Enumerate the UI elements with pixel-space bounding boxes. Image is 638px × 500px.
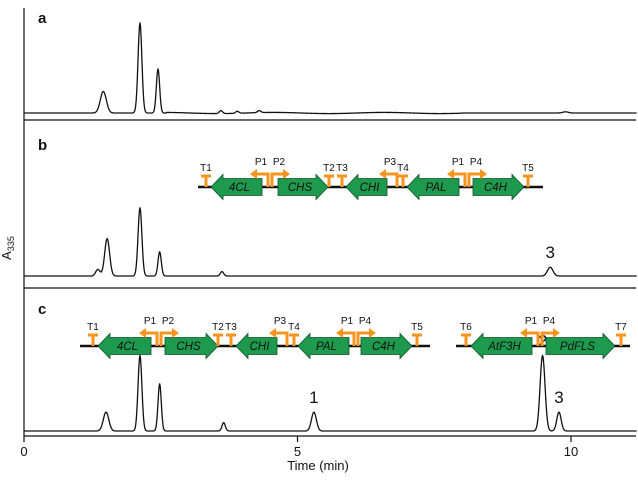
promoter-icon: P1	[336, 316, 356, 346]
terminator-label: T5	[522, 163, 534, 174]
promoter-icon: P2	[270, 157, 290, 187]
gene-arrow	[406, 173, 460, 201]
trace-b	[23, 207, 637, 277]
traces	[23, 22, 637, 432]
gene-arrow	[277, 173, 329, 201]
y-axis-title-main: A	[0, 251, 14, 260]
terminator-label: T1	[200, 163, 212, 174]
terminator-icon: T4	[288, 322, 300, 346]
gene-arrow	[164, 332, 219, 360]
promoter-icon: P2	[159, 316, 179, 346]
gene-arrow	[97, 332, 152, 360]
promoter-icon: P4	[540, 316, 560, 346]
promoter-icon: P3	[269, 316, 289, 346]
promoter-label: P1	[144, 316, 157, 327]
construct-c: AtF3H PdFLS T6 T7 P1 P4	[456, 316, 630, 360]
peak-label: 1	[309, 388, 318, 407]
promoter-label: P2	[162, 316, 175, 327]
terminator-icon: T7	[615, 322, 627, 346]
promoter-icon: P1	[520, 316, 540, 346]
promoter-label: P1	[341, 316, 354, 327]
terminator-label: T4	[397, 163, 409, 174]
promoter-icon: P1	[139, 316, 159, 346]
promoter-label: P4	[470, 157, 483, 168]
gene-arrow	[545, 332, 616, 360]
terminator-label: T3	[225, 322, 237, 333]
gene-name: 4CL	[117, 341, 138, 353]
promoter-label: P1	[525, 316, 538, 327]
promoter-label: P3	[274, 316, 287, 327]
panel-label-b: b	[38, 137, 47, 154]
y-axis-title: A335	[0, 236, 16, 260]
gene-arrow	[235, 332, 278, 360]
gene-name: 4CL	[229, 182, 250, 194]
promoter-label: P1	[255, 157, 268, 168]
gene-name: CHS	[176, 341, 201, 353]
promoter-icon: P3	[379, 157, 399, 187]
terminator-label: T2	[212, 322, 224, 333]
promoter-icon: P1	[447, 157, 467, 187]
terminator-icon: T3	[336, 163, 348, 187]
x-tick-label: 10	[564, 444, 578, 459]
panel-label-c: c	[38, 301, 46, 318]
gene-name: PAL	[316, 341, 337, 353]
terminator-label: T2	[323, 163, 335, 174]
promoter-label: P4	[543, 316, 556, 327]
gene-name: PdFLS	[560, 341, 595, 353]
gene-arrow	[210, 173, 263, 201]
axes	[23, 8, 636, 437]
peak-label: 3	[545, 243, 554, 262]
peak-label: 3	[554, 388, 563, 407]
terminator-icon: T5	[411, 322, 423, 346]
terminator-icon: T2	[212, 322, 224, 346]
terminator-label: T5	[411, 322, 423, 333]
promoter-icon: P4	[467, 157, 487, 187]
terminator-icon: T1	[200, 163, 212, 187]
gene-name: CHS	[288, 182, 313, 194]
terminator-icon: T5	[522, 163, 534, 187]
promoter-label: P1	[452, 157, 465, 168]
terminator-label: T4	[288, 322, 300, 333]
trace-c	[23, 354, 637, 432]
x-axis-ticks: 0 5 10	[20, 436, 578, 459]
gene-arrow	[360, 332, 413, 360]
gene-arrow	[297, 332, 350, 360]
terminator-label: T1	[87, 322, 99, 333]
gene-arrow	[470, 332, 533, 360]
terminator-icon: T3	[225, 322, 237, 346]
svg-text:A335: A335	[0, 236, 16, 260]
promoter-label: P2	[273, 157, 286, 168]
terminator-icon: T1	[87, 322, 99, 346]
terminator-icon: T2	[323, 163, 335, 187]
gene-arrow	[472, 173, 525, 201]
x-tick-label: 0	[20, 444, 27, 459]
terminator-label: T6	[460, 322, 472, 333]
terminator-label: T3	[336, 163, 348, 174]
gene-name: C4H	[484, 182, 508, 194]
gene-arrow	[345, 173, 388, 201]
gene-name: CHI	[360, 182, 381, 194]
x-axis-title: Time (min)	[287, 458, 349, 473]
panel-label-a: a	[38, 10, 47, 27]
terminator-icon: T4	[397, 163, 409, 187]
y-axis-title-subscript: 335	[6, 236, 16, 251]
promoter-icon: P1	[250, 157, 270, 187]
promoter-label: P3	[384, 157, 397, 168]
promoter-icon: P4	[356, 316, 376, 346]
gene-name: AtF3H	[487, 341, 521, 353]
promoter-label: P4	[359, 316, 372, 327]
trace-a	[23, 22, 637, 115]
terminator-label: T7	[615, 322, 627, 333]
terminator-icon: T6	[460, 322, 472, 346]
gene-name: CHI	[250, 341, 271, 353]
x-tick-label: 5	[294, 444, 301, 459]
gene-name: C4H	[372, 341, 396, 353]
gene-name: PAL	[426, 182, 447, 194]
